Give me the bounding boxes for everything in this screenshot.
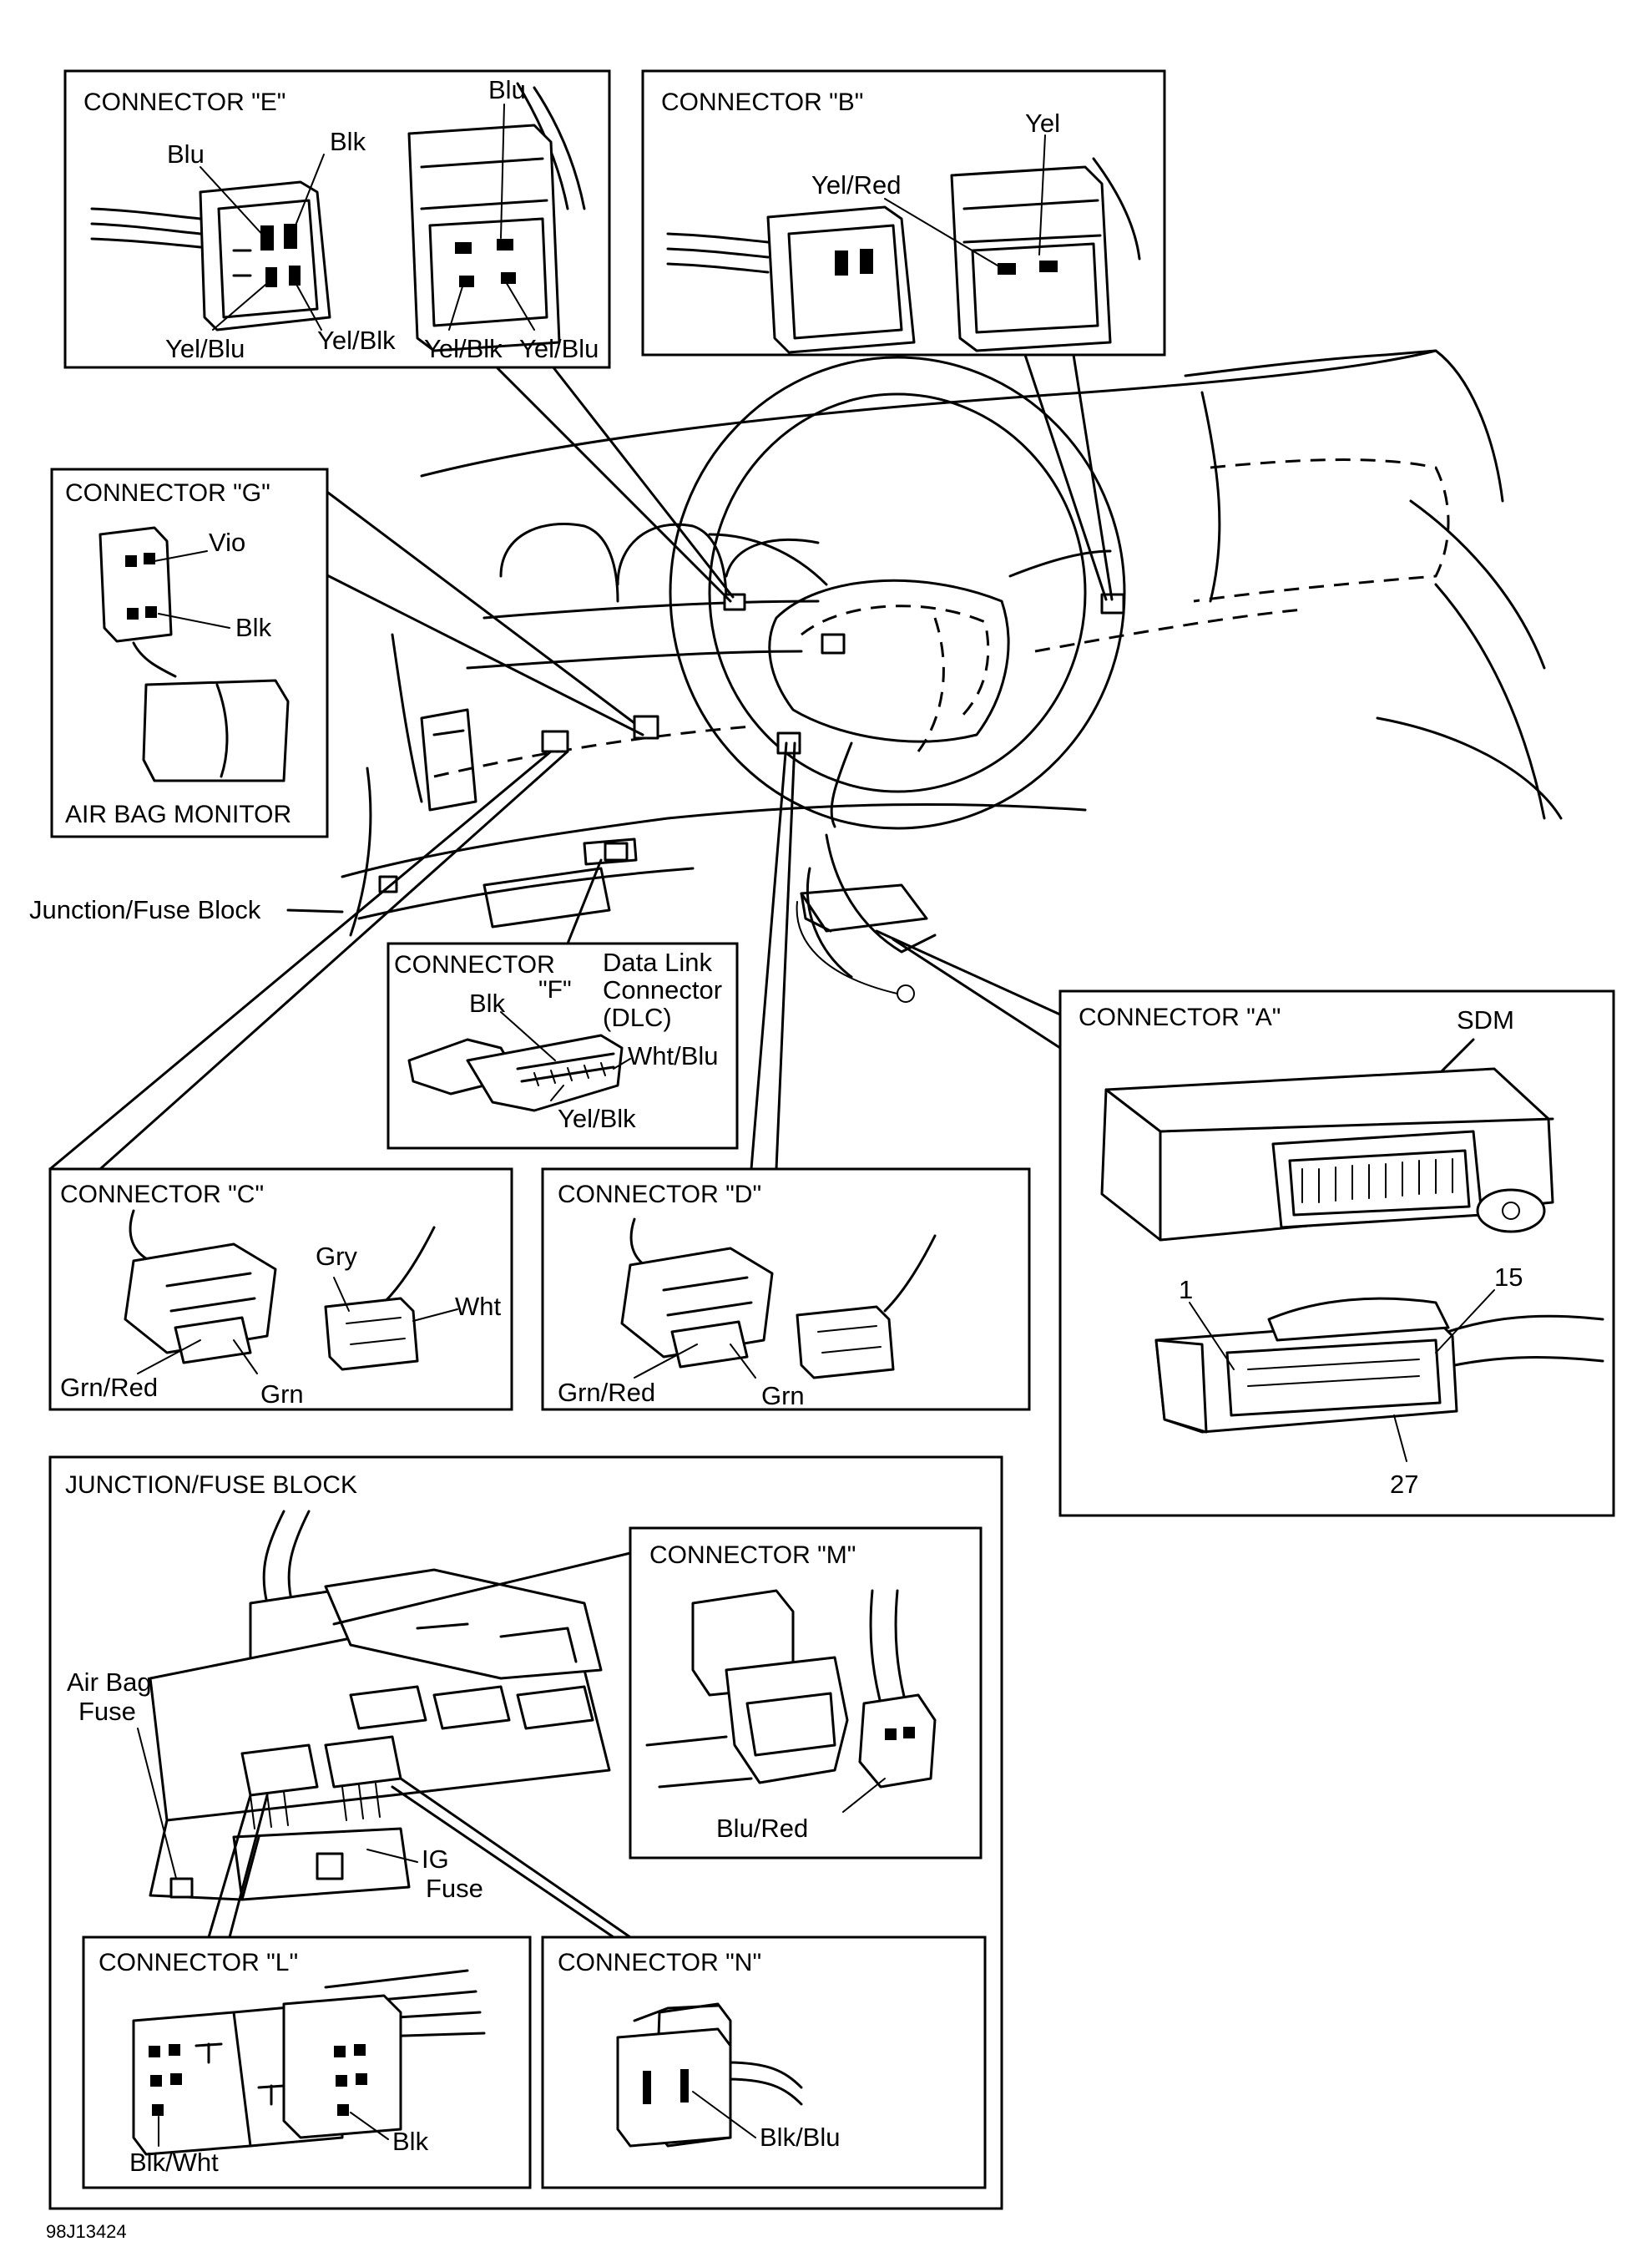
connector-l-blk-label: Blk bbox=[392, 2127, 429, 2156]
connector-e-yel-blk-left-label: Yel/Blk bbox=[317, 326, 396, 355]
connector-a-sdm-label: SDM bbox=[1457, 1005, 1514, 1035]
connector-g-monitor-label: AIR BAG MONITOR bbox=[65, 801, 291, 828]
connector-a-panel: CONNECTOR "A" SDM 1 15 27 bbox=[1058, 989, 1615, 1517]
connector-e-panel: CONNECTOR "E" Blu Blu Blk Yel/Blu Y bbox=[63, 69, 611, 369]
connector-b-yel-red-label: Yel/Red bbox=[811, 170, 901, 200]
connector-c-title: CONNECTOR "C" bbox=[60, 1181, 264, 1208]
connector-b-panel: CONNECTOR "B" Yel Yel/Red bbox=[641, 69, 1166, 357]
connector-d-title: CONNECTOR "D" bbox=[558, 1181, 761, 1208]
connector-l-panel: CONNECTOR "L" Blk/Wht Blk bbox=[82, 1936, 532, 2189]
connector-n-title: CONNECTOR "N" bbox=[558, 1949, 761, 1976]
connector-a-pin1-label: 1 bbox=[1179, 1275, 1193, 1304]
connector-f-dlc-line1: Data Link bbox=[603, 948, 712, 977]
connector-g-vio-label: Vio bbox=[209, 528, 245, 557]
connector-f-blk-label: Blk bbox=[469, 989, 506, 1018]
connector-c-gry-label: Gry bbox=[316, 1242, 357, 1271]
connector-a-pin15-label: 15 bbox=[1494, 1263, 1523, 1292]
connector-e-title: CONNECTOR "E" bbox=[83, 89, 285, 116]
connector-g-panel: CONNECTOR "G" Vio Blk AIR BAG MONITOR bbox=[50, 468, 329, 838]
connector-a-pin27-label: 27 bbox=[1390, 1470, 1418, 1499]
connector-c-panel: CONNECTOR "C" Gry Wht Grn/Red Grn bbox=[48, 1167, 513, 1411]
connector-f-wht-blu-label: Wht/Blu bbox=[628, 1041, 719, 1070]
connector-m-panel: CONNECTOR "M" Blu/Red bbox=[629, 1526, 983, 1860]
connector-f-dlc-line3: (DLC) bbox=[603, 1003, 672, 1032]
connector-e-yel-blk-right-label: Yel/Blk bbox=[424, 334, 503, 363]
connector-f-title-line2: "F" bbox=[538, 976, 572, 1004]
connector-e-yel-blu-left-label: Yel/Blu bbox=[165, 334, 245, 363]
connector-c-grn-label: Grn bbox=[260, 1379, 304, 1409]
connector-e-blu-top-label: Blu bbox=[488, 75, 526, 104]
connector-e-yel-blu-right-label: Yel/Blu bbox=[519, 334, 599, 363]
figure-id: 98J13424 bbox=[46, 2221, 127, 2242]
ig-fuse-label-line2: Fuse bbox=[426, 1874, 483, 1903]
connector-c-grn-red-label: Grn/Red bbox=[60, 1373, 158, 1402]
airbag-fuse-label-line1: Air Bag bbox=[67, 1667, 152, 1697]
connector-c-wht-label: Wht bbox=[455, 1292, 502, 1321]
connector-d-grn-label: Grn bbox=[761, 1381, 805, 1410]
connector-d-grn-red-label: Grn/Red bbox=[558, 1378, 655, 1407]
airbag-fuse-label-line2: Fuse bbox=[78, 1697, 136, 1726]
junction-fuse-block-panel: JUNCTION/FUSE BLOCK Air Bag Fuse IG Fuse bbox=[48, 1455, 1003, 2210]
connector-n-panel: CONNECTOR "N" Blk/Blu bbox=[541, 1936, 987, 2189]
connector-b-yel-label: Yel bbox=[1025, 109, 1060, 138]
junction-fuse-block-callout: Junction/Fuse Block bbox=[29, 895, 261, 924]
connector-e-blk-label: Blk bbox=[330, 127, 366, 156]
connector-f-dlc-line2: Connector bbox=[603, 975, 722, 1004]
junction-fuse-block-title: JUNCTION/FUSE BLOCK bbox=[65, 1471, 357, 1499]
connector-f-panel: CONNECTOR "F" Data Link Connector (DLC) … bbox=[386, 942, 739, 1150]
callout-lines bbox=[48, 353, 1114, 1171]
connector-g-blk-label: Blk bbox=[235, 613, 272, 642]
connector-g-title: CONNECTOR "G" bbox=[65, 479, 270, 507]
connector-f-yel-blk-label: Yel/Blk bbox=[558, 1104, 636, 1133]
connector-b-title: CONNECTOR "B" bbox=[661, 89, 863, 116]
connector-l-blk-wht-label: Blk/Wht bbox=[129, 2148, 219, 2177]
connector-d-panel: CONNECTOR "D" Grn/Red Grn bbox=[541, 1167, 1031, 1411]
connector-a-title: CONNECTOR "A" bbox=[1079, 1004, 1281, 1031]
connector-m-blu-red-label: Blu/Red bbox=[716, 1814, 808, 1843]
connector-f-title-line1: CONNECTOR bbox=[394, 951, 555, 979]
connector-e-blu-left-label: Blu bbox=[167, 139, 205, 169]
connector-n-blk-blu-label: Blk/Blu bbox=[760, 2123, 840, 2152]
ig-fuse-label-line1: IG bbox=[422, 1844, 449, 1874]
connector-l-title: CONNECTOR "L" bbox=[99, 1949, 298, 1976]
connector-m-title: CONNECTOR "M" bbox=[649, 1541, 856, 1569]
dashboard-illustration bbox=[341, 349, 1563, 1003]
